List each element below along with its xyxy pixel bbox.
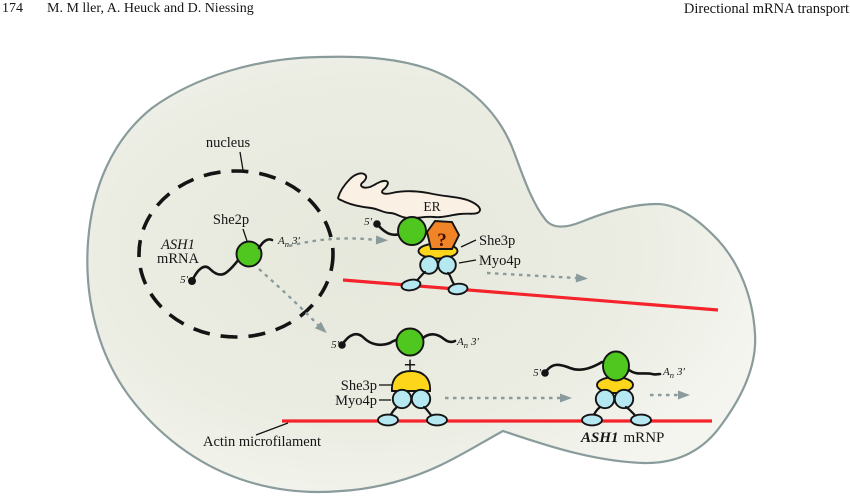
five-prime-label: 5′ (180, 274, 189, 286)
actin-pointer-line (255, 422, 289, 436)
export-arrow-3prime (288, 237, 377, 248)
myo4p-protein (437, 255, 457, 275)
myo4p-foot (447, 282, 469, 296)
transport-arrow-middle-head-icon (560, 393, 572, 403)
she2p-protein (235, 240, 263, 268)
page-number: 174 (2, 1, 23, 16)
myo4p-pointer-line (458, 259, 477, 264)
running-authors: M. M ller, A. Heuck and D. Niessing (47, 1, 254, 16)
myo4p-label: Myo4p (479, 253, 521, 269)
mrna-strand (627, 368, 662, 376)
myo4p-foot (377, 413, 399, 427)
myo4p-protein (410, 388, 432, 410)
er-body (337, 172, 481, 220)
er-transport-complex: 5′ ? (364, 216, 469, 296)
export-arrow-she2p (258, 268, 319, 326)
myo4p-protein (391, 388, 413, 410)
myo4p-foot (581, 413, 603, 427)
transport-arrow-er (486, 271, 577, 280)
she2p-protein (395, 327, 425, 357)
mrna-strand (190, 257, 241, 283)
mrna-strand (543, 360, 604, 375)
nucleus-envelope (137, 169, 335, 339)
she2p-protein (602, 350, 630, 382)
myo4p-foot (400, 278, 422, 292)
myo4p-foot (630, 413, 652, 427)
unknown-factor-label: ? (437, 230, 447, 251)
mrna-label: mRNA (157, 251, 199, 267)
myo4p-protein (613, 388, 635, 410)
mrna-strand (257, 238, 274, 250)
she3p-pointer-line (460, 239, 477, 248)
myo4p-foot (426, 413, 448, 427)
running-title: Directional mRNA transport (683, 1, 849, 17)
she3p-label: She3p (341, 378, 377, 394)
mrna-strand (340, 332, 400, 347)
myo4p-protein (594, 388, 616, 410)
she2p-label: She2p (213, 212, 249, 228)
five-prime-label: 5′ (364, 216, 373, 228)
she3p-label: She3p (479, 233, 515, 249)
she2p-pointer-line (242, 228, 248, 242)
actin-label: Actin microfilament (203, 434, 321, 450)
myo4p-label: Myo4p (335, 393, 377, 409)
she2p-protein (397, 216, 427, 246)
nucleus-pointer-line (239, 151, 244, 171)
she3p-protein (391, 370, 431, 392)
free-motor-complex (377, 370, 448, 427)
transport-arrow-bud-head-icon (678, 390, 690, 400)
five-prime-label: 5′ (533, 367, 542, 379)
export-arrow-3prime-head-icon (375, 235, 388, 245)
transport-arrow-er-head-icon (575, 273, 588, 283)
nucleus-label: nucleus (206, 135, 251, 151)
unknown-factor-shape (425, 220, 461, 250)
five-prime-label: 5′ (331, 339, 340, 351)
ash1-gene-label: ASH1 (160, 237, 195, 253)
er-label: ER (423, 199, 440, 214)
export-arrow-she2p-head-icon (314, 321, 327, 334)
mrna-strand (421, 333, 457, 344)
myo4p-protein (419, 255, 439, 275)
